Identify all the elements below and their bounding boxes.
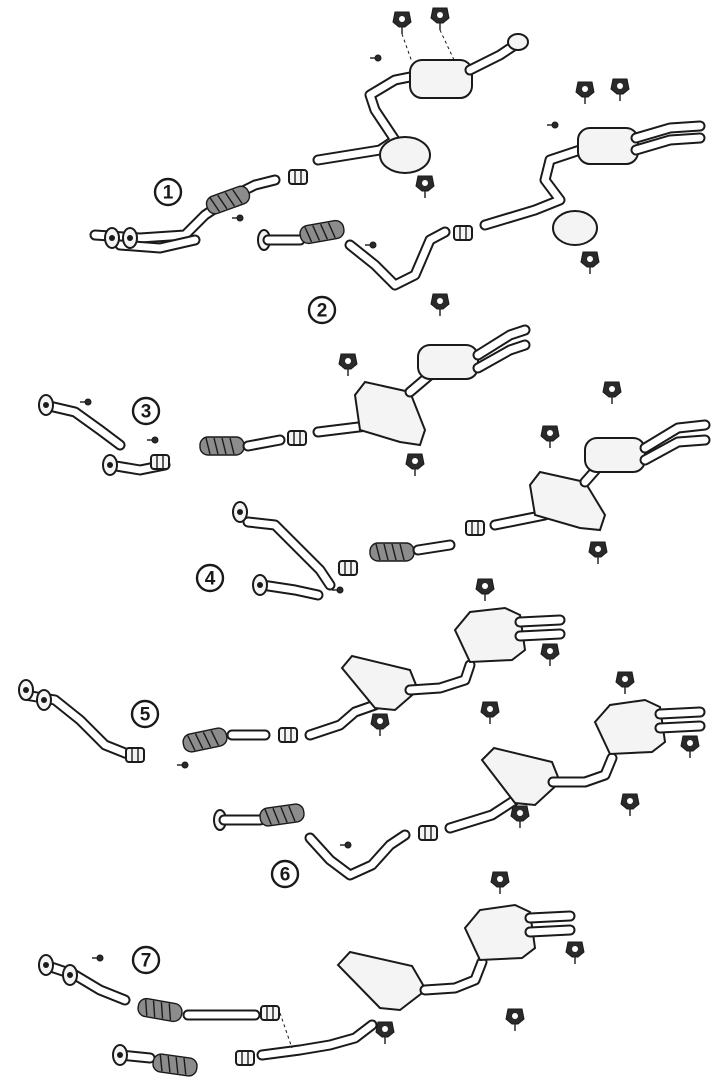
exhaust-system-1b [257, 78, 706, 291]
callout-5: 5 [130, 699, 160, 729]
callout-2: 2 [307, 295, 337, 325]
exhaust-system-1 [89, 7, 529, 254]
exhaust-system-5 [18, 578, 566, 769]
callout-6: 6 [270, 859, 300, 889]
exhaust-system-6 [213, 671, 706, 881]
callout-1-label: 1 [163, 183, 174, 204]
callout-5-label: 5 [140, 705, 151, 726]
callout-3: 3 [131, 396, 161, 426]
exhaust-system-7 [38, 871, 585, 1078]
callout-2-label: 2 [317, 301, 328, 322]
callout-7: 7 [131, 945, 161, 975]
callout-4: 4 [195, 563, 225, 593]
callout-7-label: 7 [141, 951, 152, 972]
callout-6-label: 6 [280, 865, 291, 886]
exhaust-system-2-3 [38, 293, 531, 477]
callout-1: 1 [153, 177, 183, 207]
callout-3-label: 3 [141, 402, 152, 423]
callout-4-label: 4 [205, 569, 216, 590]
exhaust-system-4 [232, 381, 711, 601]
